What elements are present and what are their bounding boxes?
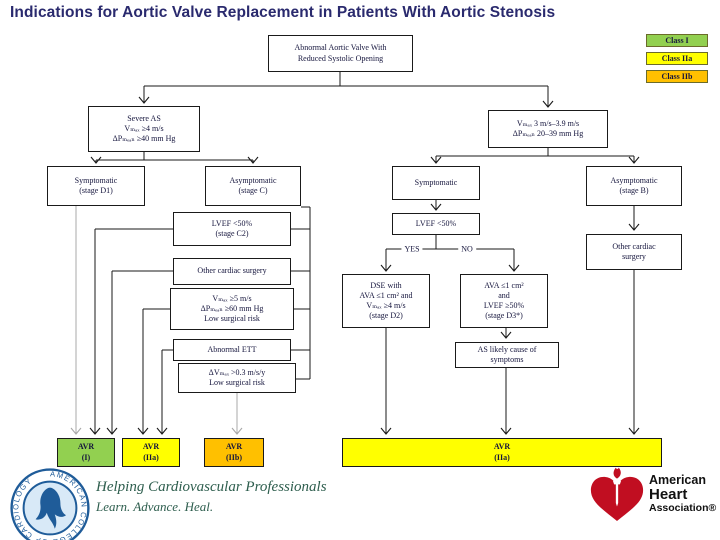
flow-box-delta-vmax-progression: ΔVₘₐₓ >0.3 m/s/y Low surgical risk bbox=[178, 363, 296, 393]
flow-box-moderate-as: Vₘₐₓ 3 m/s–3.9 m/s ΔPₘₑₐₙ 20–39 mm Hg bbox=[488, 110, 608, 148]
flow-box-avr-class-iia-wide: AVR (IIa) bbox=[342, 438, 662, 467]
flow-box-line: Vₘₐₓ ≥5 m/s bbox=[212, 293, 252, 303]
flow-box-line: ΔVₘₐₓ >0.3 m/s/y bbox=[208, 367, 266, 377]
flow-box-line: AS likely cause of bbox=[477, 344, 537, 354]
acc-seal-icon: AMERICAN COLLEGE OF CARDIOLOGY bbox=[10, 468, 90, 540]
flow-box-lvef-under-50-stage-c2: LVEF <50% (stage C2) bbox=[173, 212, 291, 246]
flow-box-line: AVR bbox=[493, 442, 511, 452]
flow-box-line: (stage D1) bbox=[79, 186, 113, 195]
flow-box-avr-class-iib: AVR (IIb) bbox=[204, 438, 264, 467]
branch-label-yes: YES bbox=[401, 244, 423, 254]
flow-box-abnormal-aortic-valve: Abnormal Aortic Valve With Reduced Systo… bbox=[268, 35, 413, 72]
branch-label-no: NO bbox=[458, 244, 476, 254]
flow-box-line: Symptomatic bbox=[74, 175, 118, 185]
flow-box-line: DSE with bbox=[370, 280, 402, 290]
flow-box-dse-stage-d2: DSE with AVA ≤1 cm² and Vₘₐₓ ≥4 m/s (sta… bbox=[342, 274, 430, 328]
flow-box-as-likely-cause: AS likely cause of symptoms bbox=[455, 342, 559, 368]
flow-box-line: Reduced Systolic Opening bbox=[297, 53, 384, 63]
aha-wordmark: American Heart Association® bbox=[649, 473, 717, 514]
flow-box-line: and bbox=[498, 290, 510, 300]
flow-box-avr-class-i: AVR (I) bbox=[57, 438, 115, 467]
aha-logo: American Heart Association® bbox=[588, 466, 716, 526]
acc-seal-figure bbox=[35, 487, 66, 529]
flow-box-line: AVR bbox=[225, 442, 243, 452]
flow-box-line: AVA ≤1 cm² and bbox=[359, 290, 413, 300]
flow-box-line: AVA ≤1 cm² bbox=[484, 280, 524, 290]
flow-box-ava-stage-d3: AVA ≤1 cm² and LVEF ≥50% (stage D3*) bbox=[460, 274, 548, 328]
aha-heart-torch-icon bbox=[590, 467, 644, 521]
flow-box-line: (IIa) bbox=[143, 452, 159, 462]
flow-box-line: Abnormal ETT bbox=[207, 344, 257, 354]
flow-box-line: (I) bbox=[81, 452, 91, 462]
flow-box-line: ΔPₘₑₐₙ 20–39 mm Hg bbox=[512, 129, 584, 138]
flow-box-avr-class-iia-left: AVR (IIa) bbox=[122, 438, 180, 467]
acc-tagline-primary: Helping Cardiovascular Professionals bbox=[96, 479, 327, 495]
flow-box-other-cardiac-surgery-left: Other cardiac surgery bbox=[173, 258, 291, 285]
flow-box-symptomatic-stage-d1: Symptomatic (stage D1) bbox=[47, 166, 145, 206]
aha-word-american: American bbox=[649, 473, 706, 487]
page-title: Indications for Aortic Valve Replacement… bbox=[10, 4, 556, 21]
legend-class-iib: Class IIb bbox=[646, 70, 708, 83]
flow-box-line: Abnormal Aortic Valve With bbox=[294, 43, 387, 53]
flow-box-line: LVEF <50% bbox=[211, 218, 253, 228]
flow-box-line: AVR bbox=[77, 442, 95, 452]
flow-box-vmax-5-low-risk: Vₘₐₓ ≥5 m/s ΔPₘₑₐₙ ≥60 mm Hg Low surgica… bbox=[170, 288, 294, 330]
flow-box-line: (stage D2) bbox=[369, 311, 403, 321]
flow-box-line: LVEF <50% bbox=[415, 218, 457, 228]
flow-box-line: surgery bbox=[622, 252, 646, 261]
flow-box-asymptomatic-stage-c: Asymptomatic (stage C) bbox=[205, 166, 301, 206]
flow-box-line: ΔPₘₑₐₙ ≥60 mm Hg bbox=[200, 303, 264, 313]
flow-box-line: Low surgical risk bbox=[204, 314, 260, 324]
acc-tagline-secondary: Learn. Advance. Heal. bbox=[96, 499, 214, 514]
legend-class-i: Class I bbox=[646, 34, 708, 47]
flow-box-line: (stage D3*) bbox=[485, 311, 523, 321]
flow-box-line: Vₘₐₓ 3 m/s–3.9 m/s bbox=[516, 118, 580, 128]
flow-box-line: Vₘₐₓ ≥4 m/s bbox=[124, 123, 164, 133]
flow-box-line: Symptomatic bbox=[414, 177, 458, 187]
flow-box-lvef-under-50: LVEF <50% bbox=[392, 213, 480, 235]
flow-box-line: Asymptomatic bbox=[229, 175, 277, 185]
flow-box-asymptomatic-stage-b: Asymptomatic (stage B) bbox=[586, 166, 682, 206]
flow-box-line: (IIb) bbox=[225, 452, 242, 462]
flow-box-line: ΔPₘₑₐₙ ≥40 mm Hg bbox=[112, 134, 176, 144]
flow-box-line: Asymptomatic bbox=[610, 175, 658, 185]
flow-box-abnormal-ett: Abnormal ETT bbox=[173, 339, 291, 361]
flow-box-severe-as: Severe AS Vₘₐₓ ≥4 m/s ΔPₘₑₐₙ ≥40 mm Hg bbox=[88, 106, 200, 152]
flow-box-line: (stage C2) bbox=[215, 229, 249, 238]
flow-box-line: LVEF ≥50% bbox=[483, 301, 525, 310]
flow-box-line: Severe AS bbox=[127, 113, 161, 123]
legend-class-iia: Class IIa bbox=[646, 52, 708, 65]
aha-word-heart: Heart bbox=[649, 486, 688, 504]
flow-box-line: Low surgical risk bbox=[209, 378, 265, 387]
flow-box-line: (stage C) bbox=[238, 186, 268, 195]
flow-box-line: Other cardiac surgery bbox=[197, 266, 267, 276]
flow-box-line: symptoms bbox=[490, 355, 524, 364]
flow-box-line: Vₘₐₓ ≥4 m/s bbox=[366, 301, 406, 310]
flow-box-symptomatic-moderate: Symptomatic bbox=[392, 166, 480, 200]
aha-word-association: Association® bbox=[649, 501, 717, 514]
flow-box-line: (stage B) bbox=[619, 186, 649, 195]
flow-box-line: (IIa) bbox=[494, 452, 510, 462]
flow-box-other-cardiac-surgery-right: Other cardiac surgery bbox=[586, 234, 682, 270]
flow-box-line: AVR bbox=[142, 442, 160, 452]
flow-box-line: Other cardiac bbox=[612, 241, 656, 251]
